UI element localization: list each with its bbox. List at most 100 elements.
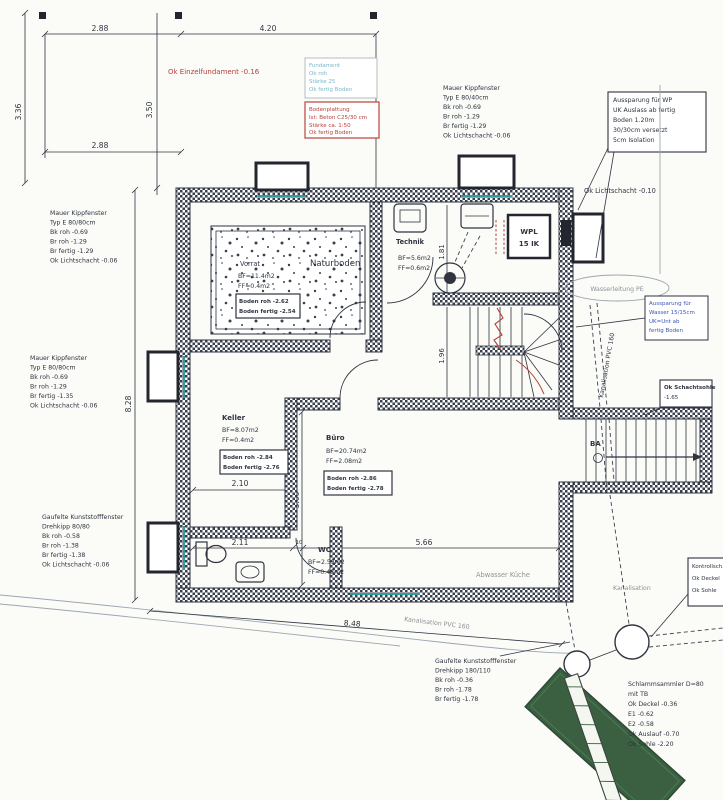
svg-text:Wasser 15/15cm: Wasser 15/15cm [649,310,695,316]
buero-boden-fertig: Boden fertig -2.78 [327,486,384,492]
heat-pump-wpl: WPL 15 IK [506,213,552,260]
dim-buero-w: 5.66 [416,538,433,547]
wasser-recess-box: Aussparung für Wasser 15/15cm UK=Unt ab … [575,295,709,341]
lightshaft-left-low [146,521,180,574]
svg-text:Ok Sohle -2.20: Ok Sohle -2.20 [628,741,674,748]
svg-text:Br fertig -1.78: Br fertig -1.78 [435,696,478,703]
svg-text:30/30cm versetzt: 30/30cm versetzt [613,127,668,134]
dim-wall-t: 10 [296,540,303,546]
legend-box-2: Bodenplattung Ist: Beton C25/30 cm Stärk… [304,101,380,139]
svg-text:Ok Lichtschacht -0.06: Ok Lichtschacht -0.06 [443,133,510,140]
svg-text:Schlammsammler D=80: Schlammsammler D=80 [628,681,704,688]
vorrat-bf: BF=11.4m2 [238,273,275,280]
exterior-stair-walls [572,407,713,494]
lightshaft-top-mid [457,154,516,190]
svg-text:fertig Boden: fertig Boden [649,328,684,334]
label-ba: BA [590,440,601,448]
vorrat-boden-roh: Boden roh -2.62 [239,299,289,305]
svg-text:mit TB: mit TB [628,691,648,698]
room-buero: Büro BF=20.74m2 FF=2.08m2 Boden roh -2.8… [323,434,393,496]
svg-text:Bk roh -0.69: Bk roh -0.69 [443,104,481,111]
manhole-large [614,624,650,660]
svg-text:Br fertig -1.29: Br fertig -1.29 [50,248,93,255]
dim-top-a: 2.88 [92,24,109,33]
svg-text:Br fertig -1.35: Br fertig -1.35 [30,393,73,400]
svg-text:5cm Isolation: 5cm Isolation [613,137,655,144]
wc-ff: FF=0.48m2 [308,569,344,576]
room-label-technik: Technik [396,238,425,246]
wasser-note: Wasserleitung PE [564,85,670,302]
drain-circle [593,453,603,463]
room-label-wc: WC [318,546,331,554]
vorrat-boden-fertig: Boden fertig -2.54 [239,309,296,315]
buero-bf: BF=20.74m2 [326,448,367,455]
dim-wc-w: 2.11 [232,538,249,547]
svg-text:Aussparung für: Aussparung für [649,301,692,307]
technik-fixture-2 [460,203,494,229]
buero-ff: FF=2.08m2 [326,458,362,465]
svg-text:Mauer Kippfenster: Mauer Kippfenster [50,210,107,217]
lightshaft-right [571,212,605,264]
exterior-stair: BA [585,419,702,482]
svg-text:Mauer Kippfenster: Mauer Kippfenster [30,355,87,362]
room-technik: Technik BF=5.6m2 FF=0.6m2 WPL 15 IK [393,203,552,294]
room-keller: Keller BF=8.07m2 FF=0.4m2 Boden roh -2.8… [219,414,289,475]
svg-text:-1.65: -1.65 [664,395,679,401]
svg-text:Ok Deckel: Ok Deckel [692,576,720,582]
room-label-buero: Büro [326,434,345,442]
svg-text:Gaufelte Kunststofffenster: Gaufelte Kunststofffenster [435,658,517,665]
window-note-d: Mauer Kippfenster Typ E 80/40cm Bk roh -… [442,85,510,140]
room-label-naturboden: Naturboden [310,259,360,269]
svg-text:Typ E 80/80cm: Typ E 80/80cm [49,220,96,227]
dim-keller-w: 2.10 [232,479,249,488]
dim-site: 8.48 [344,618,362,628]
note-einzelfundament: Ok Einzelfundament -0.16 [168,68,260,76]
svg-text:Ok Auslauf -0.70: Ok Auslauf -0.70 [628,731,679,738]
svg-text:Ok Sohle: Ok Sohle [692,588,717,594]
svg-text:Wasserleitung PE: Wasserleitung PE [590,286,643,293]
schacht-note-box: Ok Schachtsohle -1.65 [644,379,716,416]
window-note-a: Mauer Kippfenster Typ E 80/80cm Bk roh -… [49,210,117,265]
keller-bf: BF=8.07m2 [222,427,259,434]
dim-left-outer: 3.36 [14,103,23,120]
svg-text:Ok Lichtschacht -0.06: Ok Lichtschacht -0.06 [42,562,109,569]
technik-bf: BF=5.6m2 [398,255,431,262]
keller-ff: FF=0.4m2 [222,437,254,444]
wpl-line1: WPL [520,228,538,236]
technik-ff: FF=0.6m2 [398,265,430,272]
dim-left-inner: 3.50 [145,101,154,118]
svg-text:Mauer Kippfenster: Mauer Kippfenster [443,85,500,92]
interior-stair [469,307,563,398]
note-klaer: Kanalisation [613,585,651,592]
legend2-line: Bodenplattung [309,107,350,113]
svg-text:UK=Unt ab: UK=Unt ab [649,319,680,325]
legend2-line: Ist: Beton C25/30 cm [309,115,367,121]
dim-mid: 2.88 [92,141,109,150]
legend1-line: Ok roh [309,71,328,77]
room-wc: WC BF=2.53m2 FF=0.48m2 [195,541,345,583]
room-label-keller: Keller [222,414,246,422]
legend2-line: Ok fertig Boden [309,130,353,136]
lightshaft-top-left [254,161,310,192]
wpl-line2: 15 IK [519,240,540,248]
note-abwasser: Abwasser Küche [476,571,530,579]
svg-text:E2 -0.58: E2 -0.58 [628,721,654,728]
svg-text:Ok Lichtschacht -0.06: Ok Lichtschacht -0.06 [30,403,97,410]
pump-sump [434,262,466,294]
vorrat-ff: FF=0.4m2 [238,283,270,290]
svg-text:Gaufelte Kunststofffenster: Gaufelte Kunststofffenster [42,514,124,521]
svg-text:UK Auslass ab fertig: UK Auslass ab fertig [613,107,675,114]
svg-text:Br fertig -1.29: Br fertig -1.29 [443,123,486,130]
svg-text:Drehkipp 80/80: Drehkipp 80/80 [42,524,90,531]
dim-technik-h: 1.81 [438,244,446,260]
kontroll-note-box: Kontrollsch. Ok Deckel Ok Sohle [650,557,723,638]
drainage-pipes [565,302,723,661]
keller-boden-roh: Boden roh -2.84 [223,455,273,461]
legend1-line: Stärke 25 [309,79,336,85]
note-kanal-right: Kanalisation PVC 160 [598,332,616,398]
legend2-line: Stärke ca. 1:50 [309,123,351,129]
stair-red-mark [493,307,504,351]
svg-text:Typ E 80/40cm: Typ E 80/40cm [442,95,489,102]
wc-bf: BF=2.53m2 [308,559,345,566]
